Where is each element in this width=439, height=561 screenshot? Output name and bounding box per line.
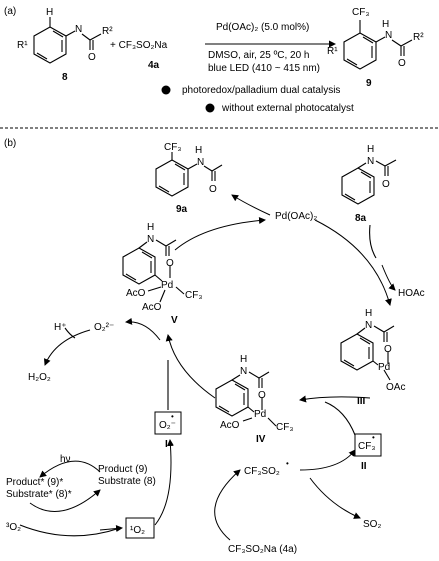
- product-o: O: [398, 58, 406, 69]
- intermediate-iii-structure: [340, 325, 395, 381]
- part-a-label: (a): [4, 6, 16, 17]
- cmpd-8a-h: H: [367, 144, 374, 155]
- intermediate-iv-structure: [215, 371, 277, 427]
- iii-pd: Pd: [378, 362, 390, 373]
- cmpd-9a-h: H: [195, 145, 202, 156]
- v-id: V: [171, 315, 178, 326]
- iii-h: H: [365, 308, 372, 319]
- cmpd-9a-n: N: [197, 157, 204, 168]
- iv-o: O: [258, 390, 266, 401]
- excited-product: Product* (9)*: [6, 477, 63, 488]
- pd-oac2: Pd(OAc)₂: [275, 211, 317, 222]
- cmpd-8a-id: 8a: [355, 213, 367, 224]
- product-r2: R²: [413, 32, 424, 43]
- h2o2: H₂O₂: [28, 372, 51, 383]
- product-id: 9: [366, 78, 372, 89]
- bullet-icon: [205, 103, 215, 113]
- singlet-o2-box: [125, 517, 155, 539]
- ground-product: Product (9): [98, 464, 147, 475]
- reactant-id: 8: [62, 72, 68, 83]
- singlet-o2: ¹O₂: [130, 525, 145, 536]
- reactant-h: H: [46, 7, 53, 18]
- superoxide: O₂⁻: [159, 420, 176, 431]
- bullet-2-text: without external photocatalyst: [221, 103, 354, 114]
- compound-8a-structure: [341, 159, 397, 205]
- iv-cf3: CF₃: [276, 422, 293, 433]
- cf3so2-radical: CF₃SO₂: [244, 466, 280, 477]
- triplet-o2: ³O₂: [6, 522, 21, 533]
- bullet-1-text: photoredox/palladium dual catalysis: [182, 85, 340, 96]
- v-aco2: AcO: [142, 302, 162, 313]
- cf3-id: II: [361, 461, 367, 472]
- compound-9a-structure: [155, 152, 223, 197]
- intermediate-v-structure: [122, 239, 185, 303]
- cf3-dot: •: [372, 433, 375, 442]
- product-h: H: [382, 19, 389, 30]
- cf3-radical: CF₃: [358, 441, 375, 452]
- iv-pd: Pd: [254, 409, 266, 420]
- cmpd-9a-id: 9a: [176, 204, 188, 215]
- v-h: H: [147, 222, 154, 233]
- iii-id: III: [357, 396, 366, 407]
- cmpd-9a-cf3: CF₃: [164, 142, 181, 153]
- v-n: N: [147, 234, 154, 245]
- product-cf3: CF₃: [352, 7, 369, 18]
- catalytic-cycle-arrows: [19, 194, 396, 541]
- cmpd-8a-o: O: [382, 179, 390, 190]
- plus-reagent: + CF₃SO₂Na: [110, 40, 168, 51]
- excited-substrate: Substrate* (8)*: [6, 489, 72, 500]
- cf3-radical-box: [354, 433, 382, 457]
- cmpd-8a-n: N: [367, 156, 374, 167]
- part-b-label: (b): [4, 138, 16, 149]
- reactant-r1: R¹: [17, 40, 28, 51]
- o2-2minus: O₂²⁻: [94, 322, 114, 333]
- iv-n: N: [240, 366, 247, 377]
- product-9-structure: [343, 20, 413, 70]
- superoxide-id: I: [165, 439, 168, 450]
- reactant-n: N: [75, 24, 82, 35]
- iii-o: O: [384, 344, 392, 355]
- product-r1: R¹: [327, 46, 338, 57]
- so2: SO₂: [363, 519, 381, 530]
- iii-oac: OAc: [386, 382, 405, 393]
- reagent-full: CF₃SO₂Na (4a): [228, 544, 297, 555]
- v-aco1: AcO: [126, 288, 146, 299]
- hoac: HOAc: [398, 288, 425, 299]
- v-pd: Pd: [161, 280, 173, 291]
- bullet-icon: [161, 85, 171, 95]
- light-text: blue LED (410 ~ 415 nm): [208, 63, 320, 74]
- catalyst-text: Pd(OAc)₂ (5.0 mol%): [216, 22, 309, 33]
- superoxide-dot: •: [171, 412, 174, 421]
- cf3so2-dot: •: [286, 459, 289, 468]
- reactant-8-structure: [33, 17, 102, 64]
- v-o: O: [166, 258, 174, 269]
- cmpd-9a-o: O: [209, 184, 217, 195]
- iv-id: IV: [256, 434, 266, 445]
- reagent-id: 4a: [148, 60, 160, 71]
- ground-substrate: Substrate (8): [98, 476, 156, 487]
- hv-label: hν: [60, 454, 71, 465]
- h-plus: H⁺: [54, 322, 67, 333]
- product-n: N: [385, 30, 392, 41]
- reactant-r2: R²: [102, 26, 113, 37]
- v-cf3: CF₃: [185, 290, 202, 301]
- reactant-o: O: [88, 52, 96, 63]
- superoxide-box: [154, 411, 182, 435]
- iii-n: N: [365, 320, 372, 331]
- iv-aco: AcO: [220, 420, 240, 431]
- conditions-text: DMSO, air, 25 ºC, 20 h: [208, 50, 309, 61]
- iv-h: H: [240, 354, 247, 365]
